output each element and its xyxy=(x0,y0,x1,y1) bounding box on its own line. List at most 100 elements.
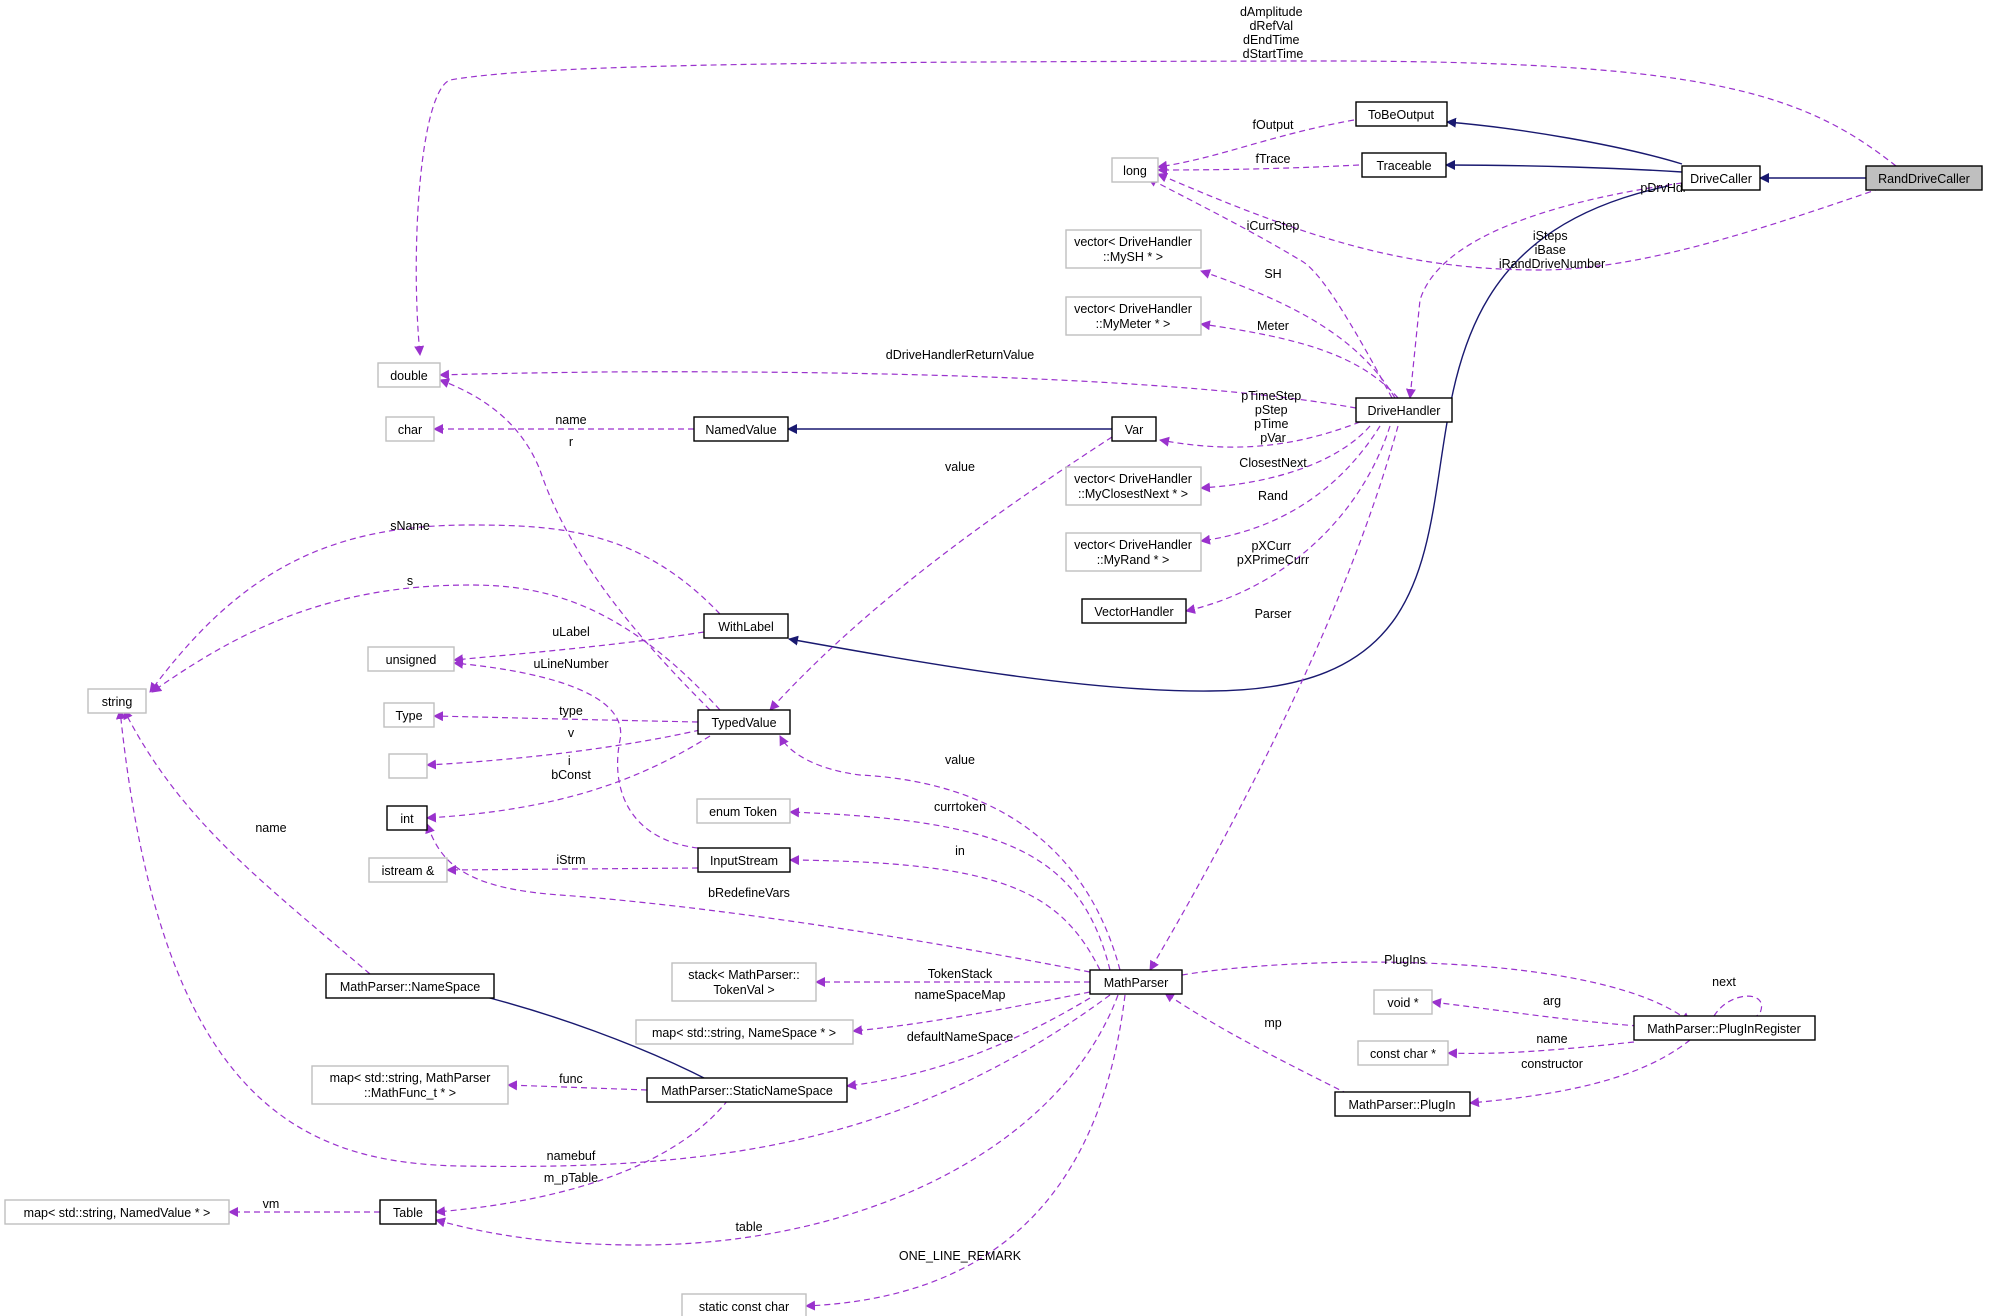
node-inputstream[interactable]: InputStream xyxy=(697,847,791,873)
node-string[interactable]: string xyxy=(87,688,147,714)
node-vector-myclosestnext[interactable]: vector< DriveHandler ::MyClosestNext * > xyxy=(1065,466,1202,506)
edge-staticnamespace-to-map-mathfunc xyxy=(507,1080,648,1091)
svg-text:WithLabel: WithLabel xyxy=(718,620,774,634)
svg-text:MathParser::PlugInRegister: MathParser::PlugInRegister xyxy=(1647,1022,1801,1036)
node-table[interactable]: Table xyxy=(379,1199,437,1225)
edge-mathparser-to-int xyxy=(425,823,1091,973)
svg-text:::MathFunc_t * >: ::MathFunc_t * > xyxy=(364,1086,456,1100)
edge-drivecaller-to-withlabel xyxy=(788,185,1669,692)
svg-text:static const char: static const char xyxy=(699,1300,789,1314)
node-enum-token[interactable]: enum Token xyxy=(696,798,791,824)
edge-drivehandler-to-vector-mysh xyxy=(1200,269,1396,399)
svg-text:vector< DriveHandler: vector< DriveHandler xyxy=(1074,538,1192,552)
svg-text:::MySH * >: ::MySH * > xyxy=(1103,250,1163,264)
label-namebuf: namebuf xyxy=(547,1149,596,1163)
node-int[interactable]: int xyxy=(386,805,428,831)
edge-drivecaller-to-drivehandler xyxy=(1405,182,1683,399)
edge-randdrivecaller-to-double xyxy=(414,60,1897,356)
svg-text:void *: void * xyxy=(1387,996,1418,1010)
edge-drivehandler-to-var xyxy=(1159,421,1361,448)
svg-text:istream &: istream & xyxy=(382,864,435,878)
label-type: type xyxy=(559,704,583,718)
node-vector-myrand[interactable]: vector< DriveHandler ::MyRand * > xyxy=(1065,532,1202,572)
node-namedvalue[interactable]: NamedValue xyxy=(693,416,789,442)
svg-text:vector< DriveHandler: vector< DriveHandler xyxy=(1074,472,1192,486)
label-name-char: name xyxy=(555,413,586,427)
label-name-string: name xyxy=(255,821,286,835)
label-constructor: constructor xyxy=(1521,1057,1583,1071)
node-void-ptr[interactable]: void * xyxy=(1373,989,1433,1015)
node-drivehandler[interactable]: DriveHandler xyxy=(1355,397,1453,423)
label-icurrstep: iCurrStep xyxy=(1247,219,1300,233)
label-ftrace: fTrace xyxy=(1256,152,1291,166)
label-pxcurr: pXCurr pXPrimeCurr xyxy=(1237,539,1309,567)
node-var[interactable]: Var xyxy=(1111,416,1157,442)
edge-mathparser-to-staticconstchar xyxy=(805,994,1126,1311)
edge-mathparser-to-inputstream xyxy=(789,855,1101,971)
node-static-const-char[interactable]: static const char xyxy=(681,1293,807,1316)
svg-text:MathParser::NameSpace: MathParser::NameSpace xyxy=(340,980,480,994)
node-tobeoutput[interactable]: ToBeOutput xyxy=(1355,101,1448,127)
node-vector-mysh[interactable]: vector< DriveHandler ::MySH * > xyxy=(1065,229,1202,269)
svg-text:DriveHandler: DriveHandler xyxy=(1368,404,1441,418)
label-in: in xyxy=(955,844,965,858)
node-istream[interactable]: istream & xyxy=(368,857,448,883)
label-plugins: PlugIns xyxy=(1384,953,1426,967)
node-type[interactable]: Type xyxy=(383,702,435,728)
edge-typedvalue-to-string xyxy=(151,584,721,711)
label-value-tv: value xyxy=(945,753,975,767)
node-randdrivecaller[interactable]: RandDriveCaller xyxy=(1865,165,1983,191)
node-traceable[interactable]: Traceable xyxy=(1361,152,1447,178)
edge-pluginregister-to-void xyxy=(1431,998,1639,1027)
label-m-ptable: m_pTable xyxy=(544,1171,598,1185)
label-foutput: fOutput xyxy=(1253,118,1295,132)
svg-text:InputStream: InputStream xyxy=(710,854,778,868)
svg-text:enum Token: enum Token xyxy=(709,805,777,819)
node-stack-tokenval[interactable]: stack< MathParser:: TokenVal > xyxy=(671,962,817,1002)
node-map-mathfunc[interactable]: map< std::string, MathParser ::MathFunc_… xyxy=(311,1065,509,1105)
edge-mathparser-to-staticnamespace xyxy=(846,997,1091,1090)
node-vector-mymeter[interactable]: vector< DriveHandler ::MyMeter * > xyxy=(1065,296,1202,336)
edge-mathparser-to-pluginregister xyxy=(1181,961,1691,1023)
node-long[interactable]: long xyxy=(1111,157,1159,183)
label-closestnext: ClosestNext xyxy=(1239,456,1307,470)
label-bredefinevars: bRedefineVars xyxy=(708,886,790,900)
node-map-namedvalue[interactable]: map< std::string, NamedValue * > xyxy=(4,1199,230,1225)
label-one-line-remark: ONE_LINE_REMARK xyxy=(899,1249,1022,1263)
node-const-char-ptr[interactable]: const char * xyxy=(1357,1040,1449,1066)
label-ulabel: uLabel xyxy=(552,625,590,639)
edge-plugin-to-mathparser xyxy=(1164,992,1367,1104)
edge-mathparser-to-map-namespace xyxy=(852,991,1091,1036)
node-typedvalue[interactable]: TypedValue xyxy=(697,709,791,735)
node-plugin[interactable]: MathParser::PlugIn xyxy=(1334,1091,1471,1117)
label-namespacemap: nameSpaceMap xyxy=(914,988,1005,1002)
svg-text:RandDriveCaller: RandDriveCaller xyxy=(1878,172,1970,186)
svg-text:ToBeOutput: ToBeOutput xyxy=(1368,108,1435,122)
svg-text:::MyClosestNext * >: ::MyClosestNext * > xyxy=(1078,487,1188,501)
label-mp: mp xyxy=(1264,1016,1281,1030)
node-namespace[interactable]: MathParser::NameSpace xyxy=(325,973,495,999)
edge-drivehandler-to-long xyxy=(1147,177,1393,399)
edge-mathparser-to-typedvalue xyxy=(779,735,1121,971)
svg-text:char: char xyxy=(398,423,422,437)
edge-randdrivecaller-to-long xyxy=(1157,172,1891,271)
node-staticnamespace[interactable]: MathParser::StaticNameSpace xyxy=(646,1077,848,1103)
node-unsigned[interactable]: unsigned xyxy=(367,646,455,672)
label-func: func xyxy=(559,1072,583,1086)
node-pluginregister[interactable]: MathParser::PlugInRegister xyxy=(1633,1015,1816,1041)
edge-mathparser-to-string xyxy=(115,709,1111,1168)
node-drivecaller[interactable]: DriveCaller xyxy=(1681,165,1761,191)
node-vectorhandler[interactable]: VectorHandler xyxy=(1081,598,1187,624)
label-vm: vm xyxy=(263,1197,280,1211)
node-withlabel[interactable]: WithLabel xyxy=(703,613,789,639)
node-char[interactable]: char xyxy=(385,416,435,442)
svg-text:const char *: const char * xyxy=(1370,1047,1436,1061)
node-double[interactable]: double xyxy=(377,362,441,388)
svg-text:NamedValue: NamedValue xyxy=(705,423,776,437)
node-mathparser[interactable]: MathParser xyxy=(1089,969,1183,995)
node-map-namespace[interactable]: map< std::string, NameSpace * > xyxy=(635,1019,854,1045)
svg-text:vector< DriveHandler: vector< DriveHandler xyxy=(1074,302,1192,316)
svg-text:Traceable: Traceable xyxy=(1376,159,1431,173)
node-blank[interactable] xyxy=(388,753,428,779)
